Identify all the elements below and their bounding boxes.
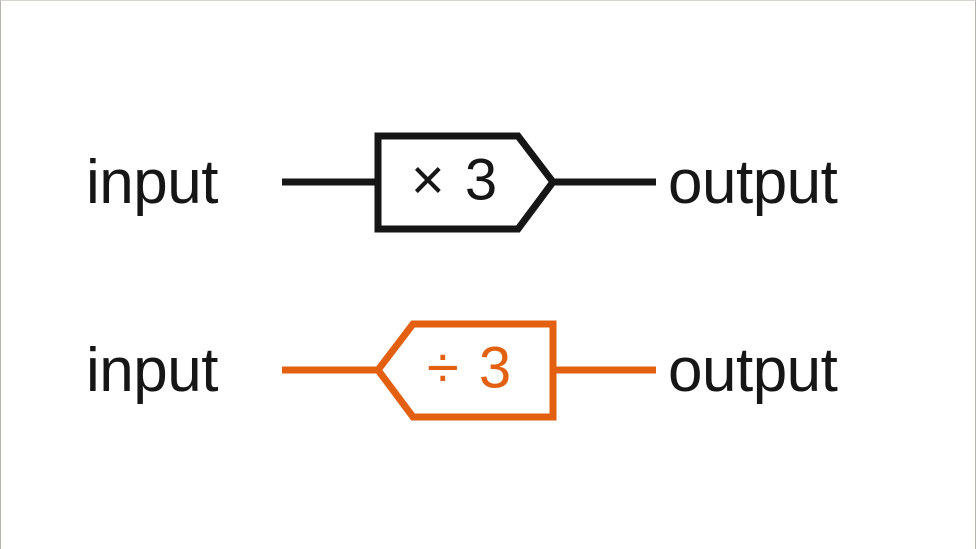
operation-label-divide: ÷ 3	[427, 335, 513, 400]
function-machine-row-divide: input output ÷ 3	[0, 300, 976, 440]
output-label-divide: output	[668, 336, 838, 405]
operation-label-multiply: × 3	[411, 147, 499, 212]
input-label-multiply: input	[86, 148, 218, 217]
machine-graphic-multiply: × 3	[282, 132, 656, 233]
function-machine-row-multiply: input output × 3	[0, 112, 976, 252]
input-label-divide: input	[86, 336, 218, 405]
machine-graphic-divide: ÷ 3	[282, 320, 656, 421]
machine-body-multiply	[374, 132, 558, 233]
output-label-multiply: output	[668, 148, 838, 217]
